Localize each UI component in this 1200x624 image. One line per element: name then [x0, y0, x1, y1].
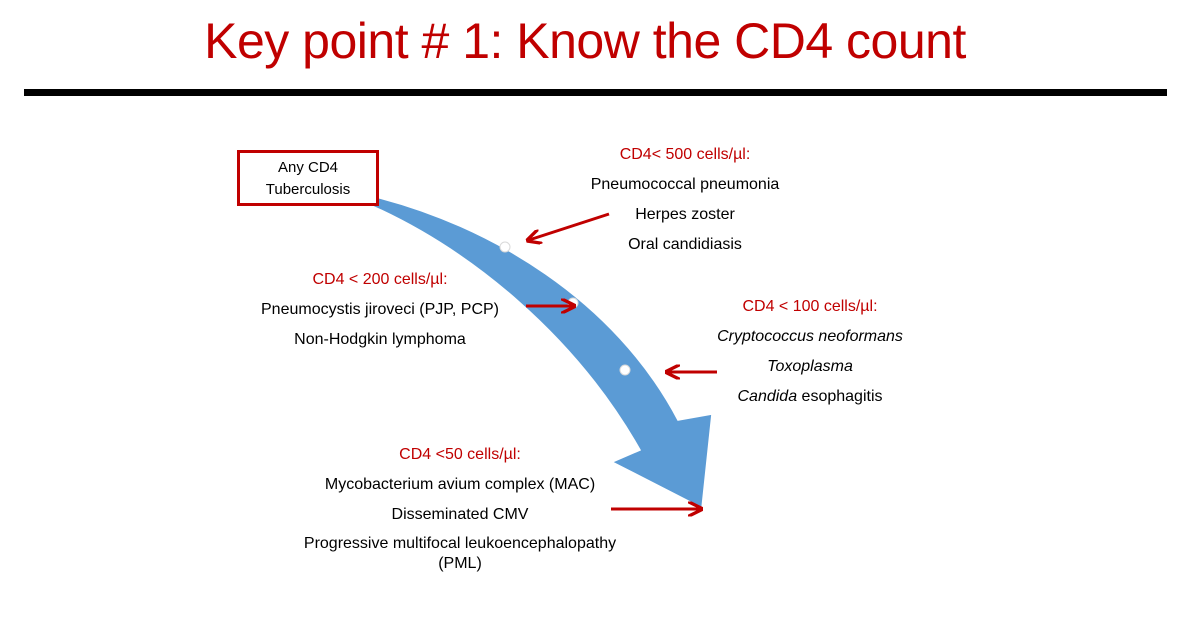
page-title: Key point # 1: Know the CD4 count — [204, 13, 966, 69]
list-item: Toxoplasma — [767, 358, 853, 375]
any-cd4-label: Any CD4 — [277, 159, 339, 176]
cd4-100-group: CD4 < 100 cells/µl: Cryptococcus neoform… — [700, 292, 920, 412]
list-item: Candida esophagitis — [700, 382, 920, 412]
cd4-200-group: CD4 < 200 cells/µl: Pneumocystis jirovec… — [240, 265, 520, 355]
pml-item: Progressive multifocal leukoencephalopat… — [270, 534, 650, 574]
cd4-100-heading: CD4 < 100 cells/µl: — [742, 298, 878, 315]
pml-line-2: (PML) — [438, 555, 482, 572]
list-item: Pneumococcal pneumonia — [590, 176, 780, 193]
tuberculosis-label: Tuberculosis — [265, 181, 351, 198]
cd4-50-group: CD4 <50 cells/µl: Mycobacterium avium co… — [270, 440, 650, 574]
list-item: Disseminated CMV — [391, 506, 529, 523]
list-item: Mycobacterium avium complex (MAC) — [324, 476, 596, 493]
pointer-arrow-500 — [529, 212, 610, 240]
cd4-50-heading: CD4 <50 cells/µl: — [399, 446, 521, 463]
list-item: Pneumocystis jiroveci (PJP, PCP) — [261, 301, 499, 318]
cd4-500-heading: CD4< 500 cells/µl: — [619, 146, 751, 163]
title-divider — [24, 89, 1167, 96]
list-item: Cryptococcus neoformans — [717, 328, 903, 345]
list-item: Non-Hodgkin lymphoma — [294, 331, 466, 348]
timeline-dot-100 — [619, 364, 631, 376]
list-item: Oral candidiasis — [628, 236, 742, 253]
pml-line-1: Progressive multifocal leukoencephalopat… — [303, 535, 617, 552]
any-cd4-box: Any CD4 Tuberculosis — [237, 150, 379, 206]
timeline-dot-500 — [499, 241, 511, 253]
cd4-200-heading: CD4 < 200 cells/µl: — [312, 271, 448, 288]
esophagitis-label: esophagitis — [797, 388, 883, 405]
cd4-500-group: CD4< 500 cells/µl: Pneumococcal pneumoni… — [560, 140, 810, 260]
list-item: Herpes zoster — [635, 206, 735, 223]
candida-label: Candida — [737, 388, 798, 405]
